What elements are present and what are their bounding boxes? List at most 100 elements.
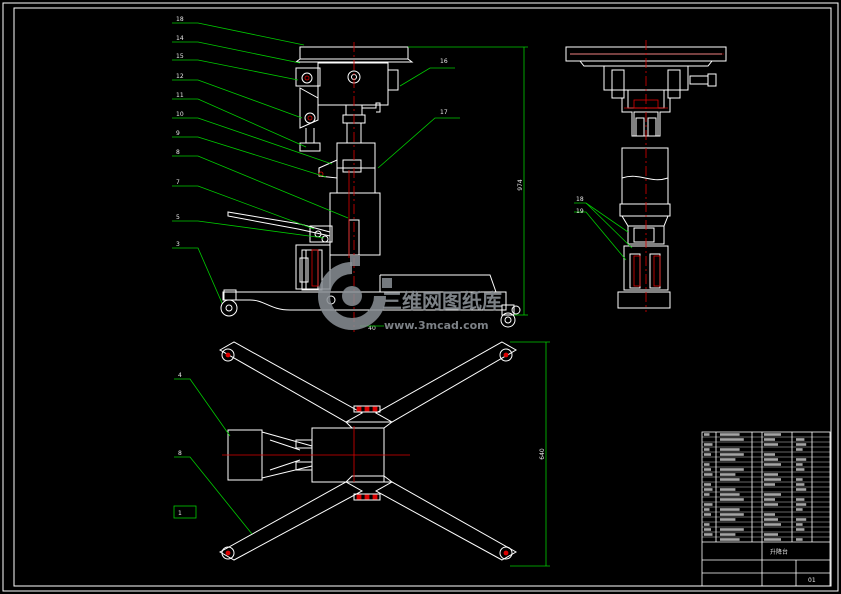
leg-upper-left (218, 341, 364, 423)
balloon-7: 7 (176, 179, 180, 186)
title-block-cell-text (704, 523, 710, 526)
title-block-cell-text (796, 458, 807, 461)
title-block-cell-text (720, 438, 744, 441)
title-block-cell-text (764, 443, 778, 446)
balloon-10: 10 (176, 111, 184, 118)
title-block-cell-text (796, 538, 803, 541)
title-block-cell-text (764, 458, 778, 461)
balloon-11: 11 (176, 92, 184, 99)
watermark-gear-logo (318, 262, 386, 330)
title-block-cell-text (764, 453, 775, 456)
title-block-cell-text (764, 473, 778, 476)
title-block-cell-text (720, 518, 736, 521)
title-block-cell-text (764, 433, 781, 436)
balloon-19-side: 19 (576, 208, 584, 215)
title-block-cell-text (796, 498, 805, 501)
title-block-cell-text (796, 443, 807, 446)
title-block-cell-text (704, 443, 713, 446)
title-block-cell-text (720, 498, 744, 501)
title-block-cell-text (764, 533, 778, 536)
title-block-rows (702, 436, 830, 538)
title-block-cell-text (704, 473, 713, 476)
right-wheel (500, 312, 516, 328)
title-block-cell-text (704, 508, 710, 511)
title-block-cell-text (796, 488, 807, 491)
title-block-cell-text (764, 483, 775, 486)
title-block-sheet: 01 (808, 577, 816, 584)
red-inner-parts (304, 75, 324, 287)
width-dim-text: 640 (539, 448, 546, 460)
inner-cylinder (329, 192, 381, 256)
title-block-cell-text (796, 503, 807, 506)
pump-body (295, 244, 331, 290)
title-block-cell-text (764, 498, 775, 501)
side-leaders (574, 202, 633, 261)
title-block-cell-text (720, 448, 740, 451)
title-block-cell-text (720, 453, 744, 456)
title-block-cell-text (796, 528, 805, 531)
title-block-cell-text (704, 463, 710, 466)
title-block (701, 431, 831, 587)
balloon-15: 15 (176, 53, 184, 60)
balloon-16: 16 (440, 58, 448, 65)
title-block-cell-text (720, 488, 736, 491)
watermark: 三维网图纸库 www.3mcad.com (318, 256, 502, 332)
title-block-cell-text (720, 508, 740, 511)
title-block-name: 升降台 (770, 548, 788, 556)
top-view-red (222, 352, 509, 556)
balloon-1: 1 (178, 510, 182, 517)
title-block-cell-text (796, 478, 803, 481)
height-dim-text: 974 (517, 179, 524, 191)
left-wheel (220, 299, 238, 317)
title-block-cell-text (764, 478, 781, 481)
title-block-cell-text (720, 433, 740, 436)
leg-lower-right (374, 481, 518, 561)
title-block-cell-text (764, 518, 778, 521)
leg-lower-left (218, 481, 364, 561)
title-block-cell-text (796, 523, 803, 526)
title-block-cell-text (704, 488, 713, 491)
title-block-cell-text (720, 468, 744, 471)
balloon-4: 4 (178, 372, 182, 379)
title-block-cell-text (764, 493, 781, 496)
title-block-cell-text (796, 448, 803, 451)
title-block-cell-text (796, 468, 805, 471)
leg-upper-right (374, 341, 518, 423)
title-block-cell-text (704, 513, 711, 516)
title-block-cell-text (720, 533, 736, 536)
title-block-fill (704, 433, 807, 541)
lift-bracket (295, 67, 321, 87)
watermark-url: www.3mcad.com (384, 319, 489, 332)
width-dimension (510, 341, 550, 567)
title-block-cell-text (704, 483, 711, 486)
title-block-cell-text (764, 463, 781, 466)
title-block-cell-text (704, 448, 710, 451)
title-block-cell-text (796, 483, 805, 486)
title-block-cell-text (704, 533, 713, 536)
balloon-9: 9 (176, 130, 180, 137)
title-block-cell-text (704, 493, 710, 496)
title-block-cell-text (764, 538, 781, 541)
title-block-cell-text (796, 438, 805, 441)
title-block-cell-text (704, 453, 711, 456)
title-block-cell-text (796, 463, 803, 466)
balloon-8: 8 (176, 149, 180, 156)
title-block-cell-text (764, 503, 778, 506)
base-frame (222, 291, 507, 311)
title-block-cell-text (704, 503, 713, 506)
base-dim-text: 40 (368, 325, 376, 332)
title-block-cell-text (720, 473, 736, 476)
balloon-17: 17 (440, 109, 448, 116)
title-block-cell-text (720, 493, 740, 496)
title-block-cell-text (720, 538, 740, 541)
balloon-12: 12 (176, 73, 184, 80)
title-block-cell-text (704, 433, 710, 436)
front-balloon-labels: 18 14 15 12 11 10 9 8 7 5 3 16 17 (176, 16, 448, 248)
title-block-cell-text (704, 468, 711, 471)
balloon-3: 3 (176, 241, 180, 248)
title-block-cell-text (720, 478, 740, 481)
title-block-cell-text (720, 513, 744, 516)
title-block-cell-text (764, 438, 775, 441)
